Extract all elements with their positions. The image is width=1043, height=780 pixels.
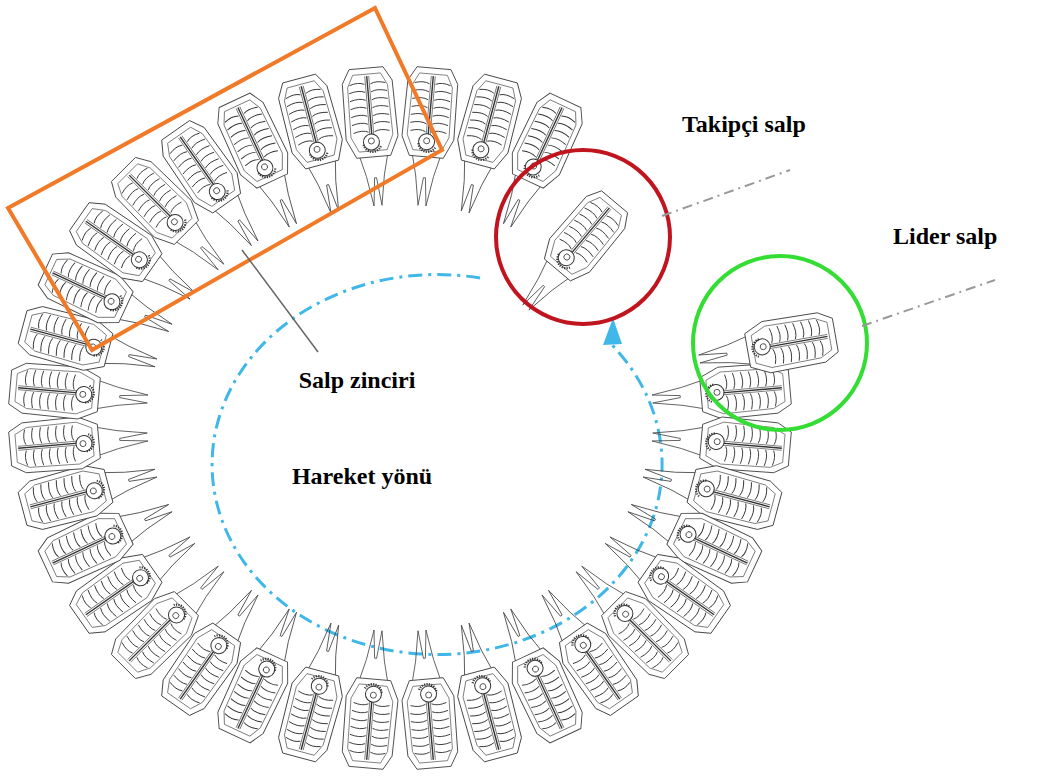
chain-label: Salp zinciri (299, 366, 416, 395)
leader-salp (695, 309, 840, 384)
leader-label: Lider salp (893, 222, 997, 251)
leader-line (662, 170, 790, 216)
leader-line (862, 280, 995, 326)
motion-label: Hareket yönü (292, 462, 432, 491)
follower-label: Takipçi salp (682, 110, 806, 139)
chain-highlight-box (8, 8, 442, 350)
leader-line (242, 250, 318, 352)
leader-highlight-circle (693, 256, 867, 430)
follower-highlight-circle (496, 150, 670, 324)
salp-ring (8, 66, 792, 770)
